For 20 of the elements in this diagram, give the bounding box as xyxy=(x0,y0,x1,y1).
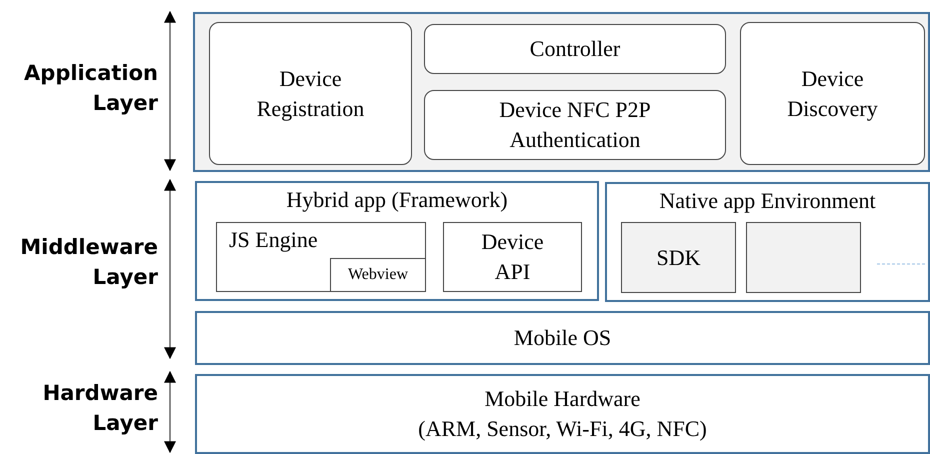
component-box: Device API xyxy=(443,222,582,292)
layer-label: Hardware Layer xyxy=(42,380,158,437)
layer-box xyxy=(195,181,599,301)
component-box: Device NFC P2P Authentication xyxy=(424,90,726,160)
layer-box xyxy=(605,182,930,302)
group-title: Native app Environment xyxy=(658,188,877,214)
component-box xyxy=(216,222,426,292)
group-title: Hybrid app (Framework) xyxy=(285,187,509,213)
group-title: JS Engine xyxy=(229,227,319,253)
layer-box: Mobile Hardware (ARM, Sensor, Wi-Fi, 4G, NFC) xyxy=(195,374,930,454)
sdk-box: SDK xyxy=(621,222,736,293)
component-box: Device Discovery xyxy=(740,22,925,165)
component-box: Webview xyxy=(330,258,426,292)
layer-label: Application Layer xyxy=(23,60,158,117)
component-box: Controller xyxy=(424,24,726,74)
layer-box: Mobile OS xyxy=(195,311,930,365)
sdk-box xyxy=(746,222,861,293)
layer-label: Middleware Layer xyxy=(19,234,158,291)
component-box: Device Registration xyxy=(209,22,412,165)
layer-panel xyxy=(193,12,930,172)
